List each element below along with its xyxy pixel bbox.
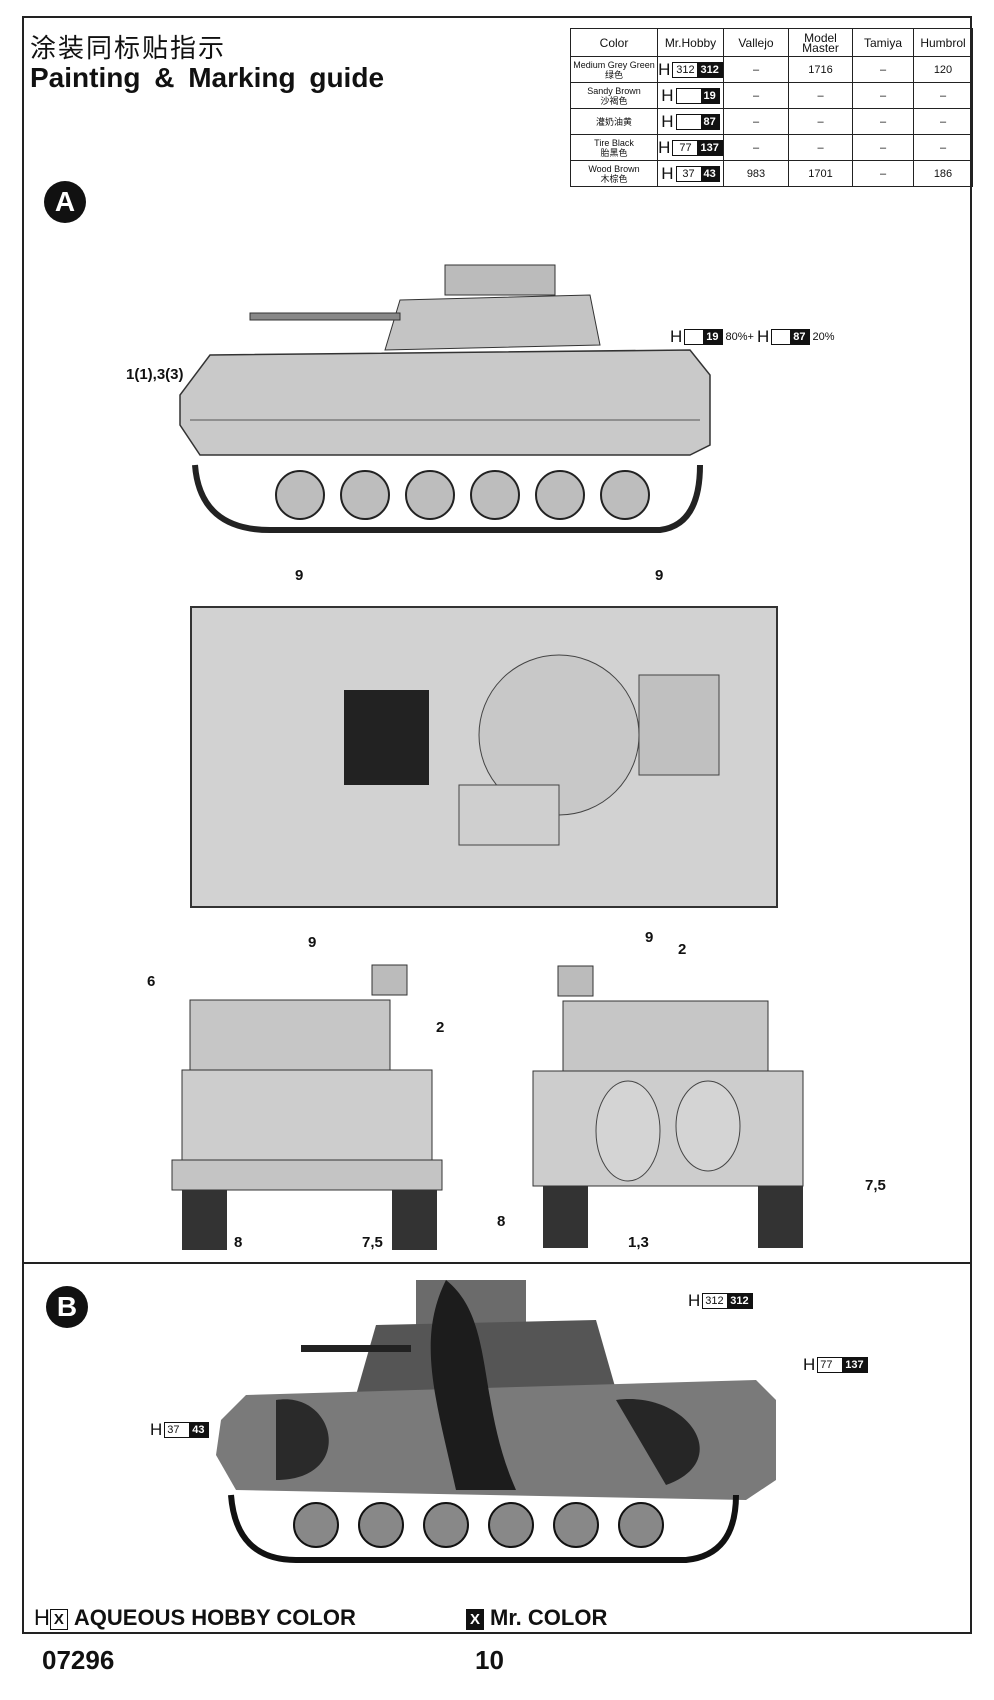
callout-front-2: 2 (436, 1019, 445, 1036)
humbrol-code: – (913, 108, 973, 135)
callout-rear-7-5: 7,5 (865, 1177, 886, 1194)
callout-top-9b: 9 (655, 567, 664, 584)
model-master-code: – (788, 82, 853, 109)
kit-number: 07296 (42, 1645, 115, 1675)
tamiya-code: – (852, 56, 914, 83)
model-master-code: 1701 (788, 160, 853, 187)
callout-rear-2: 2 (678, 941, 687, 958)
rear-view-vehicle-a (532, 965, 804, 1248)
callout-side: 1(1),3(3) (126, 366, 184, 383)
color-name: 灌奶油黄 (570, 108, 658, 135)
section-divider (22, 1262, 972, 1264)
aqueous-box-icon: X (49, 1608, 68, 1630)
side-view-vehicle-a (179, 264, 711, 533)
callout-front-6: 6 (147, 973, 156, 990)
top-view-vehicle-a (190, 606, 778, 908)
front-view-vehicle-a (171, 964, 443, 1250)
col-color: Color (570, 28, 658, 57)
callout-top-9a: 9 (295, 567, 304, 584)
callout-top-9c: 9 (308, 934, 317, 951)
callout-front-8: 8 (234, 1234, 243, 1251)
side-view-vehicle-b-camo (216, 1280, 776, 1563)
page-frame (22, 16, 972, 1634)
title-english: Painting & Marking guide (30, 62, 385, 93)
page-number: 10 (475, 1645, 504, 1675)
color-reference-table: Color Mr.Hobby Vallejo Model Master Tami… (570, 28, 973, 187)
callout-top-9d: 9 (645, 929, 654, 946)
scheme-b-badge: B (46, 1286, 88, 1328)
callout-rear-8: 8 (497, 1213, 506, 1230)
title-chinese: 涂装同标贴指示 (30, 34, 227, 64)
table-header-row: Color Mr.Hobby Vallejo Model Master Tami… (570, 28, 973, 57)
tamiya-code: – (852, 134, 914, 161)
humbrol-code: 186 (913, 160, 973, 187)
humbrol-code: 120 (913, 56, 973, 83)
callout-front-7-5: 7,5 (362, 1234, 383, 1251)
tamiya-code: – (852, 82, 914, 109)
paint-mix-label: H 19 80%+ H 87 20% (670, 327, 835, 346)
tamiya-code: – (852, 160, 914, 187)
vallejo-code: 983 (723, 160, 789, 187)
humbrol-code: – (913, 82, 973, 109)
col-vallejo: Vallejo (723, 28, 789, 57)
callout-rear-1-3: 1,3 (628, 1234, 649, 1251)
scheme-a-badge: A (44, 181, 86, 223)
col-humbrol: Humbrol (913, 28, 973, 57)
mr-color-box-icon: X (466, 1608, 484, 1630)
